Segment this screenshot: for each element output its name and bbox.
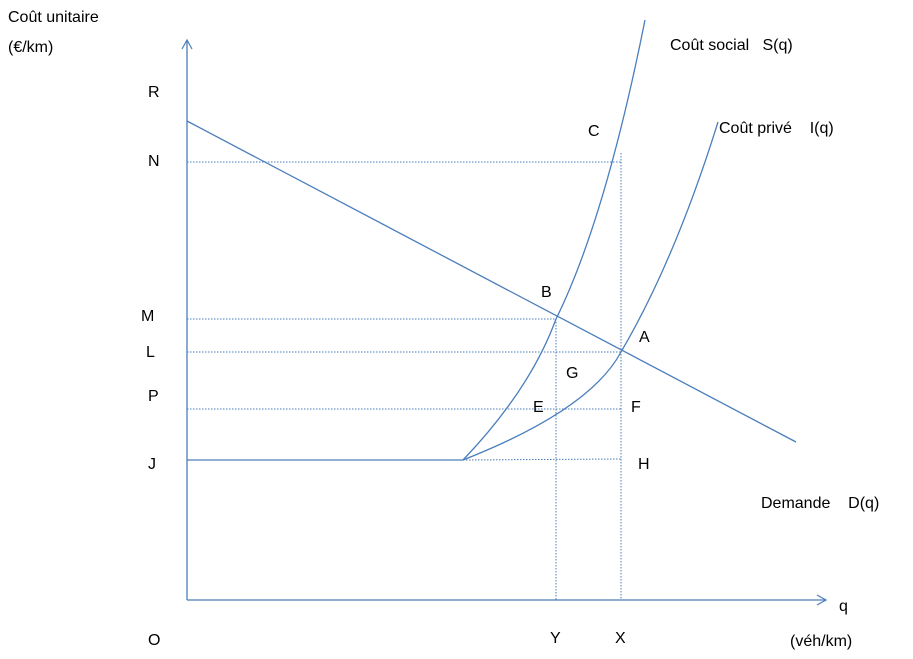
point-label-H: H xyxy=(638,456,650,473)
level-label-L: L xyxy=(146,344,155,361)
demand-label: Demande D(q) xyxy=(761,495,879,512)
point-label-F: F xyxy=(631,399,641,416)
level-label-Y: Y xyxy=(550,630,561,647)
private-cost-curve xyxy=(462,121,719,461)
point-label-E: E xyxy=(533,399,544,416)
point-label-B: B xyxy=(541,284,552,301)
level-label-J: J xyxy=(148,456,156,473)
x-axis-unit: (véh/km) xyxy=(790,633,852,650)
origin-label: O xyxy=(148,632,160,649)
social-cost-label: Coût social S(q) xyxy=(670,37,793,54)
point-label-G: G xyxy=(566,365,578,382)
level-label-X: X xyxy=(615,630,626,647)
level-label-P: P xyxy=(148,388,159,405)
point-label-C: C xyxy=(588,123,600,140)
level-label-M: M xyxy=(141,308,154,325)
demand-curve xyxy=(186,120,797,443)
guide-H xyxy=(462,458,622,461)
y-axis-label-line1: Coût unitaire xyxy=(8,9,99,26)
y-axis-label-line2: (€/km) xyxy=(8,39,53,56)
x-axis-label: q xyxy=(839,598,848,615)
point-label-A: A xyxy=(639,329,650,346)
private-cost-label: Coût privé I(q) xyxy=(719,120,834,137)
level-label-N: N xyxy=(148,153,160,170)
level-label-R: R xyxy=(148,84,160,101)
social-cost-curve xyxy=(462,19,646,461)
